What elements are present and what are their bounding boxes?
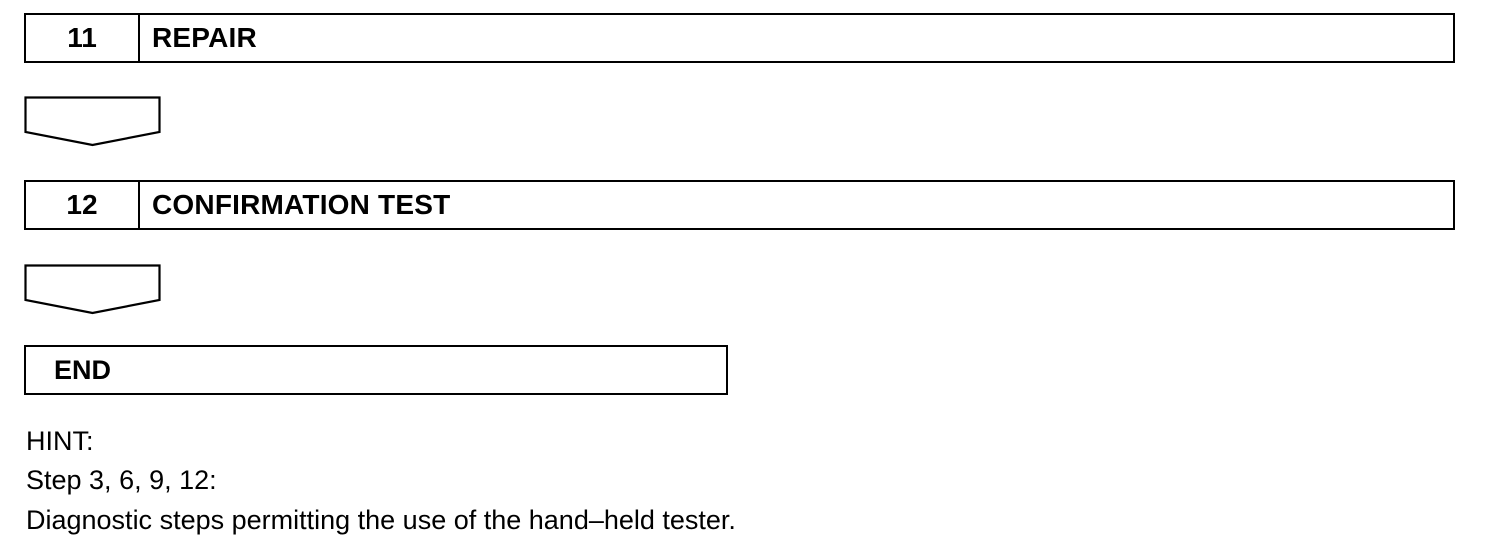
hint-description: Diagnostic steps permitting the use of t… [26, 505, 736, 535]
step-title: CONFIRMATION TEST [152, 189, 451, 220]
hint-heading: HINT: [26, 426, 94, 456]
end-box: END [24, 345, 728, 395]
step-title: REPAIR [152, 22, 257, 53]
down-arrow-icon [24, 96, 161, 147]
step-number: 12 [26, 182, 140, 228]
hint-steps-line: Step 3, 6, 9, 12: [26, 465, 217, 495]
step-number: 11 [26, 15, 140, 61]
down-arrow-icon [24, 264, 161, 315]
step-12-box: 12 CONFIRMATION TEST [24, 180, 1455, 230]
step-11-box: 11 REPAIR [24, 13, 1455, 63]
